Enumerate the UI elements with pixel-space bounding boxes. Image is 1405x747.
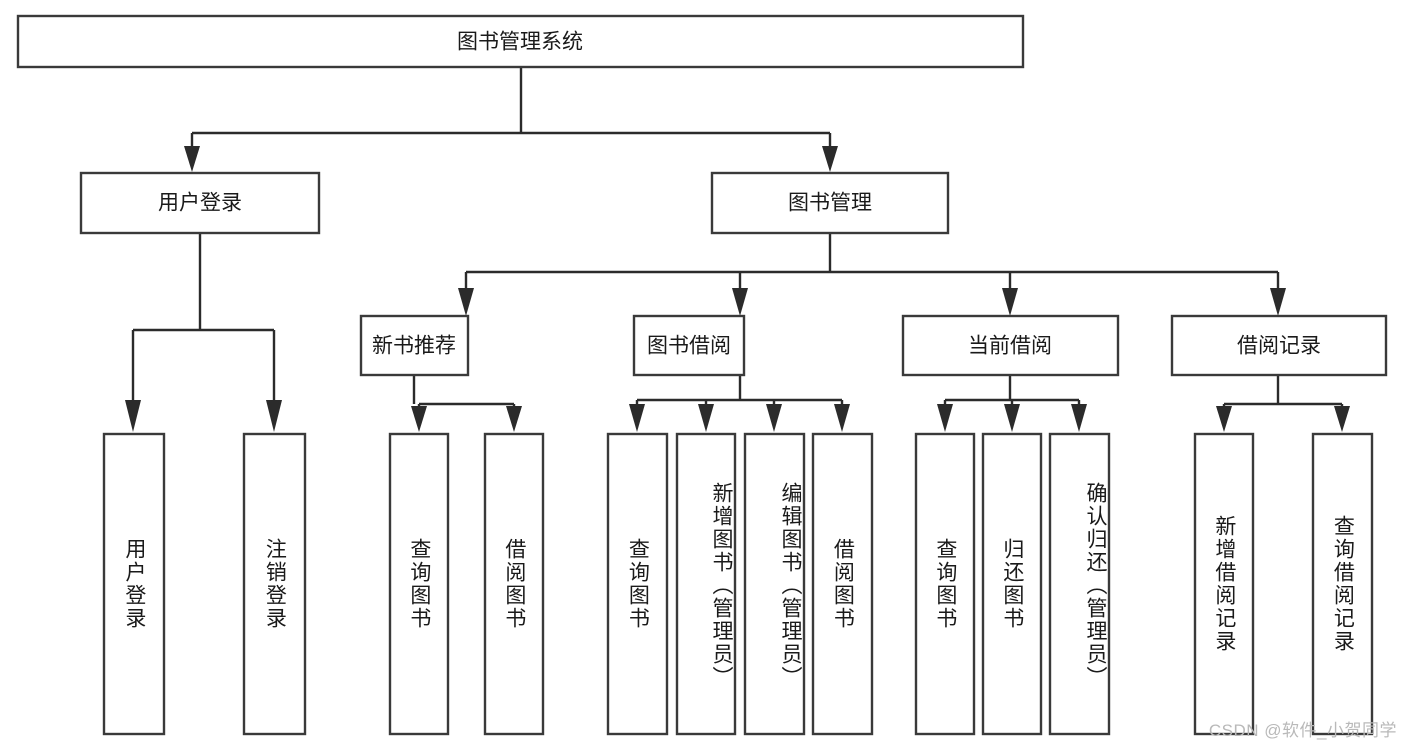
arrow-head-leaf-confirm-return: [1071, 404, 1087, 432]
arrow-head-book-manage: [822, 146, 838, 172]
node-leaf-add-book[interactable]: [675, 432, 737, 736]
node-root-label: 图书管理系统: [457, 31, 583, 54]
node-user-login[interactable]: [79, 171, 321, 235]
node-leaf-user-logout[interactable]: [242, 432, 307, 736]
node-leaf-query-book-2[interactable]: [606, 432, 669, 736]
node-book-borrow-label: 图书借阅: [647, 335, 731, 358]
arrow-head-current-borrow: [1002, 288, 1018, 316]
node-leaf-add-record[interactable]: [1193, 432, 1255, 736]
node-book-borrow[interactable]: [632, 314, 746, 377]
arrow-head-leaf-query-book-1: [411, 406, 427, 432]
arrow-head-user-login: [184, 146, 200, 172]
node-leaf-query-record[interactable]: [1311, 432, 1374, 736]
node-new-book-recommend-label: 新书推荐: [372, 335, 456, 358]
node-leaf-return-book[interactable]: [981, 432, 1043, 736]
arrow-head-leaf-return-book: [1004, 404, 1020, 432]
node-current-borrow-label: 当前借阅: [968, 335, 1052, 358]
node-user-login-label: 用户登录: [158, 192, 242, 215]
node-book-manage-label: 图书管理: [788, 192, 872, 215]
arrow-head-leaf-query-book-3: [937, 404, 953, 432]
node-root[interactable]: [16, 14, 1025, 69]
arrow-head-leaf-query-book-2: [629, 404, 645, 432]
node-book-manage[interactable]: [710, 171, 950, 235]
arrow-head-book-borrow: [732, 288, 748, 316]
arrow-head-borrow-record: [1270, 288, 1286, 316]
arrow-head-leaf-query-record: [1334, 406, 1350, 432]
node-new-book-recommend[interactable]: [359, 314, 470, 377]
node-leaf-borrow-book-2[interactable]: [811, 432, 874, 736]
node-leaf-edit-book[interactable]: [743, 432, 806, 736]
node-leaf-borrow-book-1[interactable]: [483, 432, 545, 736]
node-borrow-record[interactable]: [1170, 314, 1388, 377]
arrow-head-new-book-recommend: [458, 288, 474, 316]
arrow-head-leaf-user-logout: [266, 400, 282, 432]
arrow-head-leaf-borrow-book-2: [834, 404, 850, 432]
node-layer: 图书管理系统 用户登录 图书管理 新书推荐 图书借阅 当前借阅 借阅记录: [16, 14, 1388, 736]
connector-layer: [125, 67, 1350, 432]
watermark-text: CSDN @软件_小贺同学: [1208, 721, 1397, 740]
arrow-head-leaf-add-record: [1216, 406, 1232, 432]
arrow-head-leaf-add-book: [698, 404, 714, 432]
node-leaf-confirm-return[interactable]: [1048, 432, 1111, 736]
node-leaf-query-book-3[interactable]: [914, 432, 976, 736]
node-leaf-query-book-1[interactable]: [388, 432, 450, 736]
node-leaf-user-login[interactable]: [102, 432, 166, 736]
node-borrow-record-label: 借阅记录: [1237, 335, 1321, 358]
arrow-head-leaf-edit-book: [766, 404, 782, 432]
node-current-borrow[interactable]: [901, 314, 1120, 377]
arrow-head-leaf-borrow-book-1: [506, 406, 522, 432]
arrow-head-leaf-user-login: [125, 400, 141, 432]
